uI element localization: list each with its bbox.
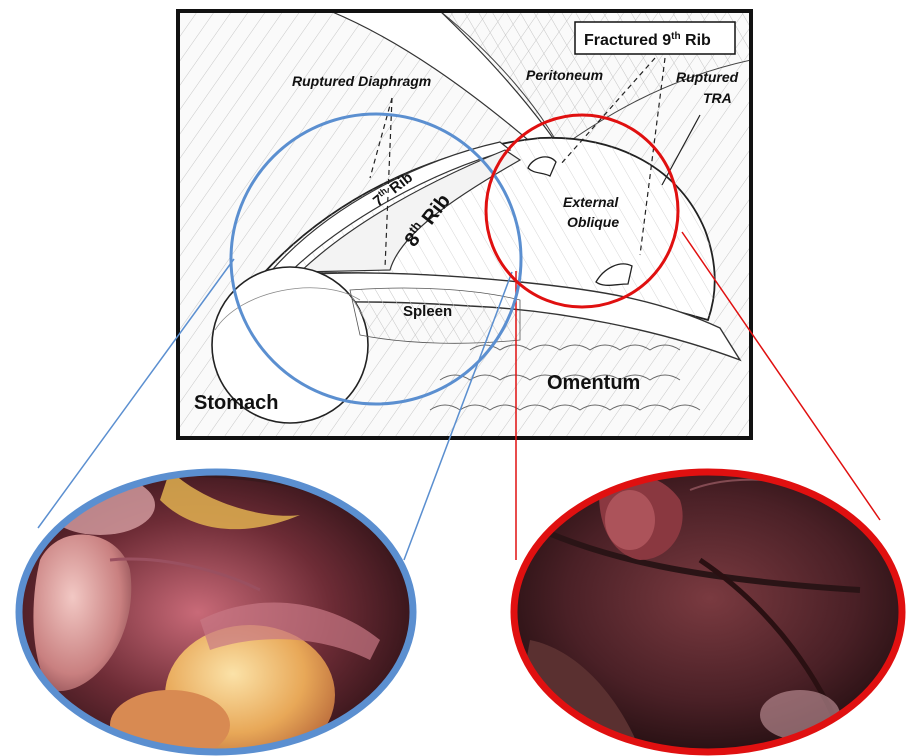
label-peritoneum: Peritoneum: [526, 67, 603, 83]
label-external-oblique-line1: External: [563, 194, 619, 210]
label-ruptured-diaphragm: Ruptured Diaphragm: [292, 73, 431, 89]
label-fractured-rib: Fractured 9th Rib: [584, 31, 711, 49]
label-stomach: Stomach: [194, 392, 278, 414]
label-spleen: Spleen: [403, 303, 452, 320]
label-ruptured-tra-line1: Ruptured: [676, 69, 739, 85]
label-omentum: Omentum: [547, 372, 640, 394]
label-ruptured-tra-line2: TRA: [703, 90, 732, 106]
label-external-oblique-line2: Oblique: [567, 214, 619, 230]
